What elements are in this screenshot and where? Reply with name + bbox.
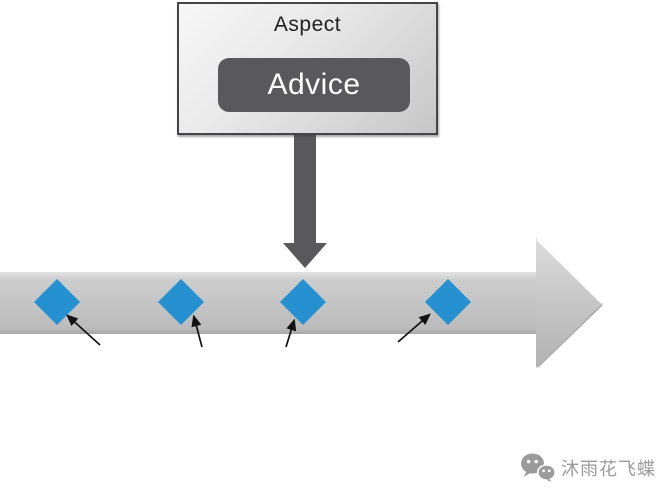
joinpoint-diamond bbox=[280, 279, 326, 325]
watermark-text: 沐雨花飞蝶 bbox=[561, 458, 656, 479]
joinpoint-diamond bbox=[425, 279, 471, 325]
joinpoint-diamond bbox=[34, 279, 80, 325]
down-arrow bbox=[283, 135, 327, 268]
pointer-arrow bbox=[191, 314, 203, 348]
watermark: 沐雨花飞蝶 bbox=[520, 453, 656, 482]
aspect-title: Aspect bbox=[273, 13, 342, 36]
aspect-box: Aspect Advice bbox=[177, 2, 438, 135]
timeline-arrowhead bbox=[536, 237, 603, 368]
joinpoint-diamonds bbox=[34, 279, 471, 325]
pointer-arrow bbox=[66, 314, 101, 346]
wechat-icon bbox=[521, 453, 556, 482]
pointer-arrow bbox=[397, 313, 431, 343]
arrowhead-highlight bbox=[536, 238, 603, 304]
advice-button: Advice bbox=[218, 58, 410, 112]
pointer-arrows bbox=[66, 313, 431, 348]
pointer-arrow bbox=[285, 318, 297, 348]
joinpoint-diamond bbox=[158, 279, 204, 325]
arrowhead-shade bbox=[537, 304, 603, 368]
